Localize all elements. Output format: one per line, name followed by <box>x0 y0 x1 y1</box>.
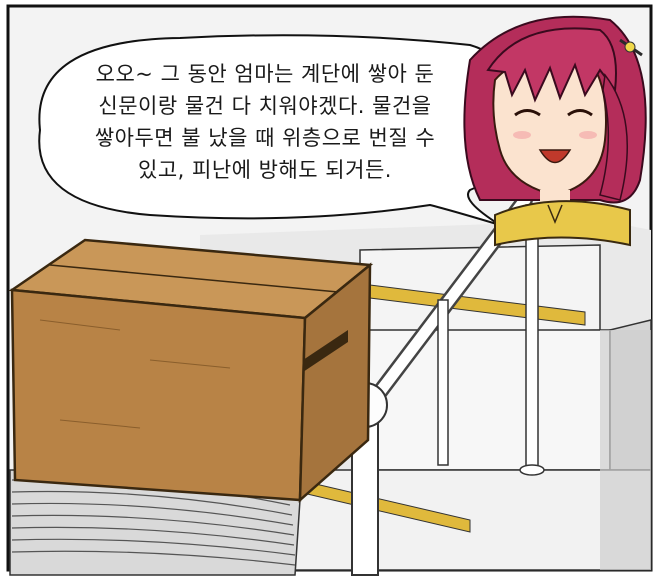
newspaper-stack <box>9 469 301 576</box>
girl-character <box>463 15 647 247</box>
cardboard-box <box>8 238 374 503</box>
hair-clip-icon <box>619 38 643 57</box>
speech-line: 오오~ 그 동안 엄마는 계단에 쌓아 둔 <box>95 62 435 86</box>
speech-text: 오오~ 그 동안 엄마는 계단에 쌓아 둔 신문이랑 물건 다 치워야겠다. 물… <box>40 58 490 186</box>
mouth <box>538 149 572 164</box>
eye-left <box>514 109 541 117</box>
eye-right <box>567 109 593 117</box>
speech-line: 있고, 피난에 방해도 되거든. <box>138 158 392 182</box>
speech-line: 쌓아두면 불 났을 때 위층으로 번질 수 <box>94 126 436 150</box>
collar <box>494 200 631 247</box>
speech-line: 신문이랑 물건 다 치워야겠다. 물건을 <box>98 94 432 118</box>
